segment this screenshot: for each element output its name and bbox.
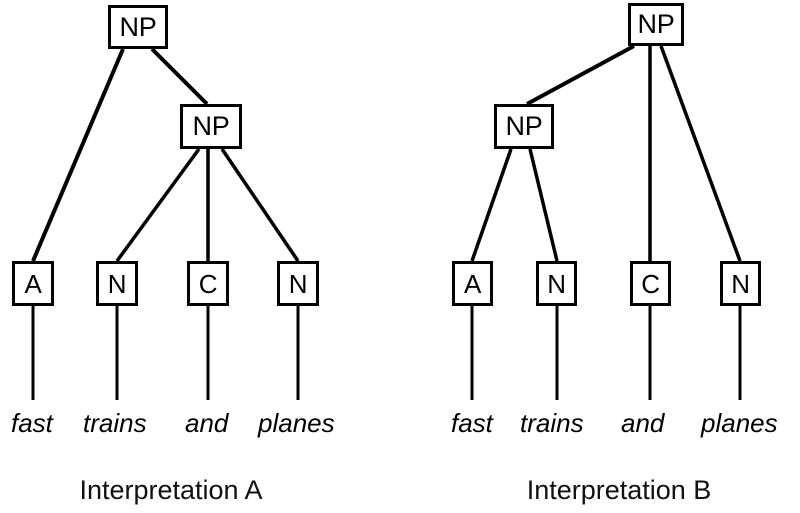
tree-node-np: NP [628,3,684,46]
tree-node-np: NP [180,104,242,149]
leaf-word: and [621,408,665,438]
tree-node-np: NP [494,104,554,149]
tree-branch [115,147,201,263]
tree-caption: Interpretation B [526,475,712,505]
leaf-word: fast [11,408,53,438]
tree-caption: Interpretation A [79,475,263,505]
tree-node-c: C [630,261,671,306]
tree-node-n: N [96,261,138,306]
tree-node-n: N [720,261,761,306]
tree-node-c: C [187,261,229,306]
leaf-word: trains [520,408,584,438]
leaf-word: and [185,408,229,438]
tree-node-a: A [452,261,493,306]
tree-node-a: A [12,261,54,306]
tree-branch [220,148,300,262]
tree-branch [470,148,513,262]
leaf-word: planes [701,408,778,438]
tree-branch [528,148,559,262]
tree-branch [659,45,742,262]
tree-branch [31,48,125,262]
tree-node-n: N [277,261,319,306]
leaf-word: fast [451,408,493,438]
tree-branch [526,44,635,106]
leaf-word: planes [258,408,335,438]
tree-node-n: N [536,261,577,306]
tree-branch [150,47,209,106]
tree-node-np: NP [108,5,168,49]
leaf-word: trains [83,408,147,438]
